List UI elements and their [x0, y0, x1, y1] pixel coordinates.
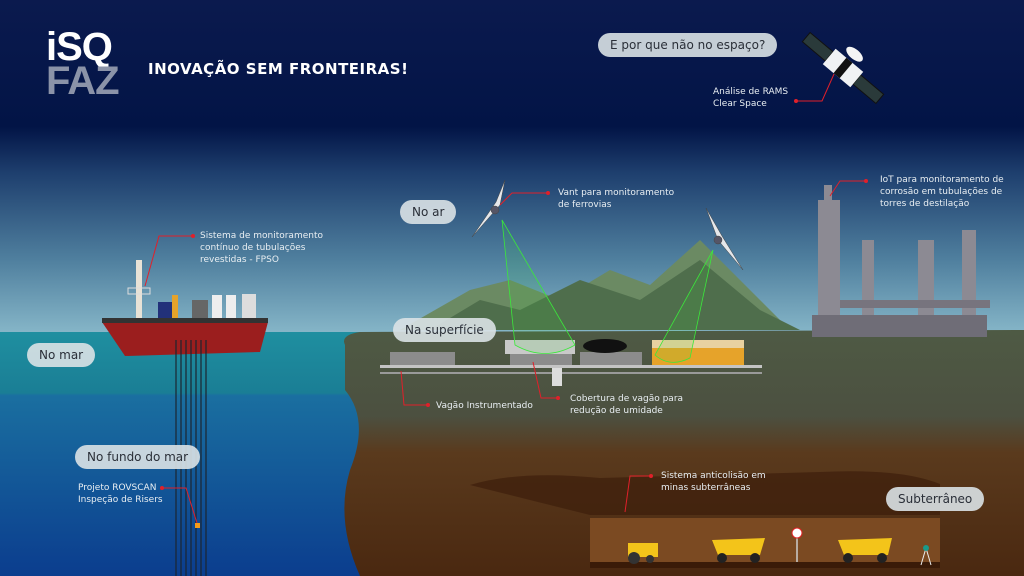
pointer-lines: [144, 73, 866, 524]
drone-scan-cones: [501, 219, 714, 363]
wagon-cover: [505, 340, 575, 354]
zone-label-sea: No mar: [27, 343, 96, 367]
isq-faz-logo: iSQ FAZ: [46, 25, 120, 103]
caption-fpso: Sistema de monitoramento contínuo de tub…: [200, 230, 323, 266]
caption-line: Projeto ROVSCAN: [78, 483, 157, 493]
caption-line: Cobertura de vagão para: [570, 394, 684, 404]
satellite-icon: [801, 31, 885, 105]
caption-cobertura: Cobertura de vagão para redução de umida…: [570, 393, 683, 417]
camera: [552, 368, 562, 386]
rov-marker: [195, 523, 200, 528]
drone-icon: [471, 179, 744, 271]
caption-line: redução de umidade: [570, 406, 663, 416]
logo-line-2: FAZ: [46, 59, 120, 103]
fpso-ship: [102, 260, 268, 356]
mine-vehicles: [628, 527, 932, 566]
caption-line: corrosão em tubulações de: [880, 187, 1003, 197]
caption-line: revestidas - FPSO: [200, 255, 279, 265]
zone-label-underground: Subterrâneo: [886, 487, 985, 511]
refinery: [812, 185, 990, 337]
mine-cave: [470, 471, 940, 515]
zone-label-surface: Na superfície: [393, 318, 496, 342]
caption-line: Vant para monitoramento: [558, 188, 675, 198]
logo-line-1: iSQ: [46, 25, 113, 69]
caption-line: Clear Space: [713, 99, 767, 109]
caption-line: minas subterrâneas: [661, 483, 751, 493]
caption-iot: IoT para monitoramento de corrosão em tu…: [880, 174, 1004, 210]
page-title: INOVAÇÃO SEM FRONTEIRAS!: [148, 60, 409, 78]
pointer-dots: [160, 99, 868, 490]
zone-label-seabed: No fundo do mar: [75, 445, 201, 469]
railway: [380, 339, 762, 386]
zone-label-air: No ar: [400, 200, 457, 224]
caption-line: contínuo de tubulações: [200, 243, 306, 253]
caption-line: de ferrovias: [558, 200, 612, 210]
caption-line: Vagão Instrumentado: [436, 401, 533, 411]
caption-vant: Vant para monitoramento de ferrovias: [558, 187, 674, 211]
zone-label-space: E por que não no espaço?: [598, 33, 778, 57]
caption-line: Inspeção de Risers: [78, 495, 163, 505]
caption-line: IoT para monitoramento de: [880, 175, 1004, 185]
caption-mina: Sistema anticolisão em minas subterrânea…: [661, 470, 766, 494]
caption-rams: Análise de RAMS Clear Space: [713, 86, 788, 110]
instrumented-wagon: [390, 352, 455, 365]
caption-line: Análise de RAMS: [713, 87, 789, 97]
caption-line: Sistema de monitoramento: [200, 231, 323, 241]
caption-vagao: Vagão Instrumentado: [436, 400, 533, 412]
caption-line: Sistema anticolisão em: [661, 471, 766, 481]
caption-rovscan: Projeto ROVSCAN Inspeção de Risers: [78, 482, 163, 506]
caption-line: torres de destilação: [880, 199, 970, 209]
